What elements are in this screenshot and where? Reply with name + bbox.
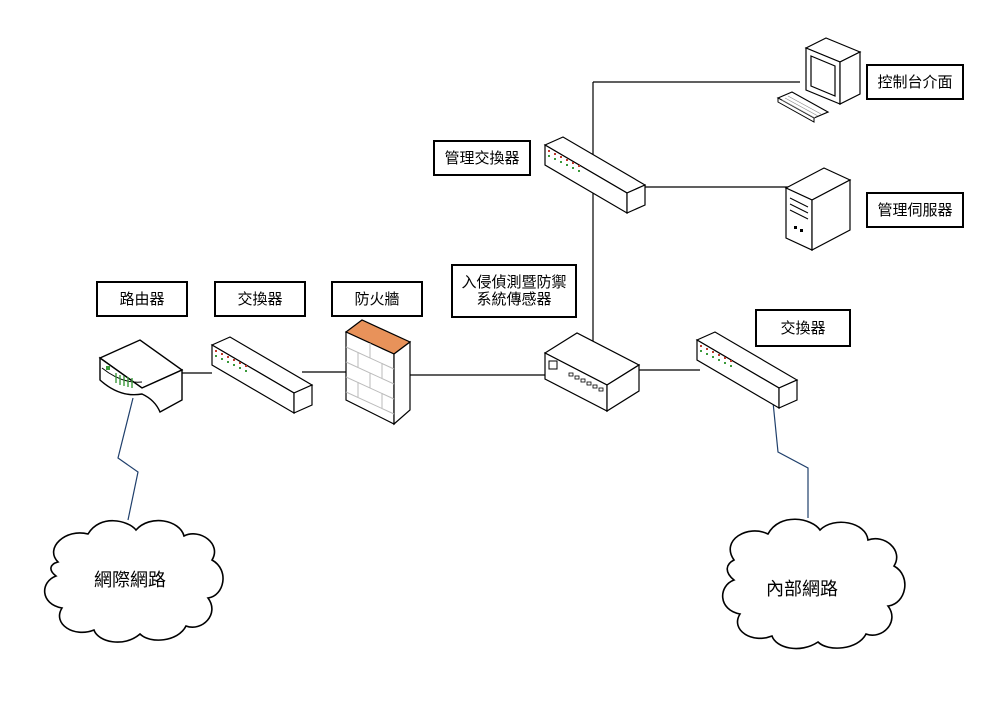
firewall-icon xyxy=(344,319,412,426)
intranet-link-lightning xyxy=(772,401,809,518)
internet-label: 網際網路 xyxy=(94,570,166,591)
internet-link-lightning xyxy=(117,397,139,521)
server-tower-icon xyxy=(784,167,852,251)
mgmt-server-label: 管理伺服器 xyxy=(866,192,964,228)
router-icon xyxy=(98,339,184,413)
internet-cloud xyxy=(43,519,224,643)
ids-sensor-label: 入侵偵測暨防禦 系統傳感器 xyxy=(451,264,577,318)
switch-left-icon xyxy=(211,336,313,414)
switch-left-label: 交換器 xyxy=(214,281,306,317)
intranet-cloud xyxy=(721,518,906,650)
mgmt-switch-label: 管理交換器 xyxy=(433,140,531,176)
mgmt-switch-icon xyxy=(544,136,646,214)
firewall-label: 防火牆 xyxy=(331,281,423,317)
connection-lines xyxy=(180,81,800,376)
router-label: 路由器 xyxy=(96,281,188,317)
ids-sensor-icon xyxy=(543,332,641,413)
console-monitor-icon xyxy=(776,37,862,123)
switch-right-label: 交換器 xyxy=(755,309,851,347)
console-label: 控制台介面 xyxy=(866,64,964,100)
intranet-label: 內部網路 xyxy=(766,579,838,600)
